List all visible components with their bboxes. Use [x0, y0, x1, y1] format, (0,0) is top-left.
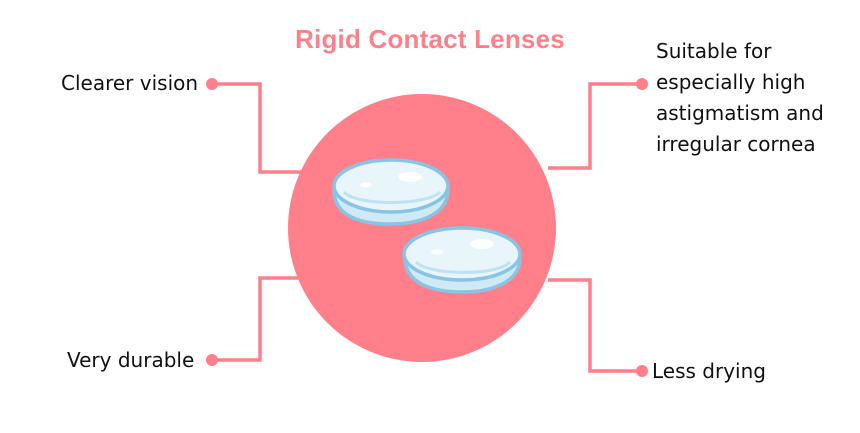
connector-top-left	[212, 82, 305, 174]
feature-label-very-durable: Very durable	[67, 348, 195, 372]
diagram-title: Rigid Contact Lenses	[295, 24, 565, 54]
feature-label-astigmatism: Suitable for especially high astigmatism…	[656, 39, 824, 156]
dot-bottom-right	[636, 365, 648, 377]
connector-bottom-left	[212, 276, 305, 362]
connector-top-right	[548, 82, 642, 170]
feature-label-less-drying: Less drying	[652, 359, 766, 383]
dot-bottom-left	[206, 354, 218, 366]
contact-lens-icon	[402, 226, 522, 294]
center-circle	[288, 94, 556, 362]
feature-label-clearer-vision: Clearer vision	[61, 71, 199, 95]
dot-top-right	[636, 78, 648, 90]
contact-lens-icon	[332, 158, 450, 226]
dot-top-left	[206, 78, 218, 90]
connector-bottom-right	[548, 278, 642, 373]
